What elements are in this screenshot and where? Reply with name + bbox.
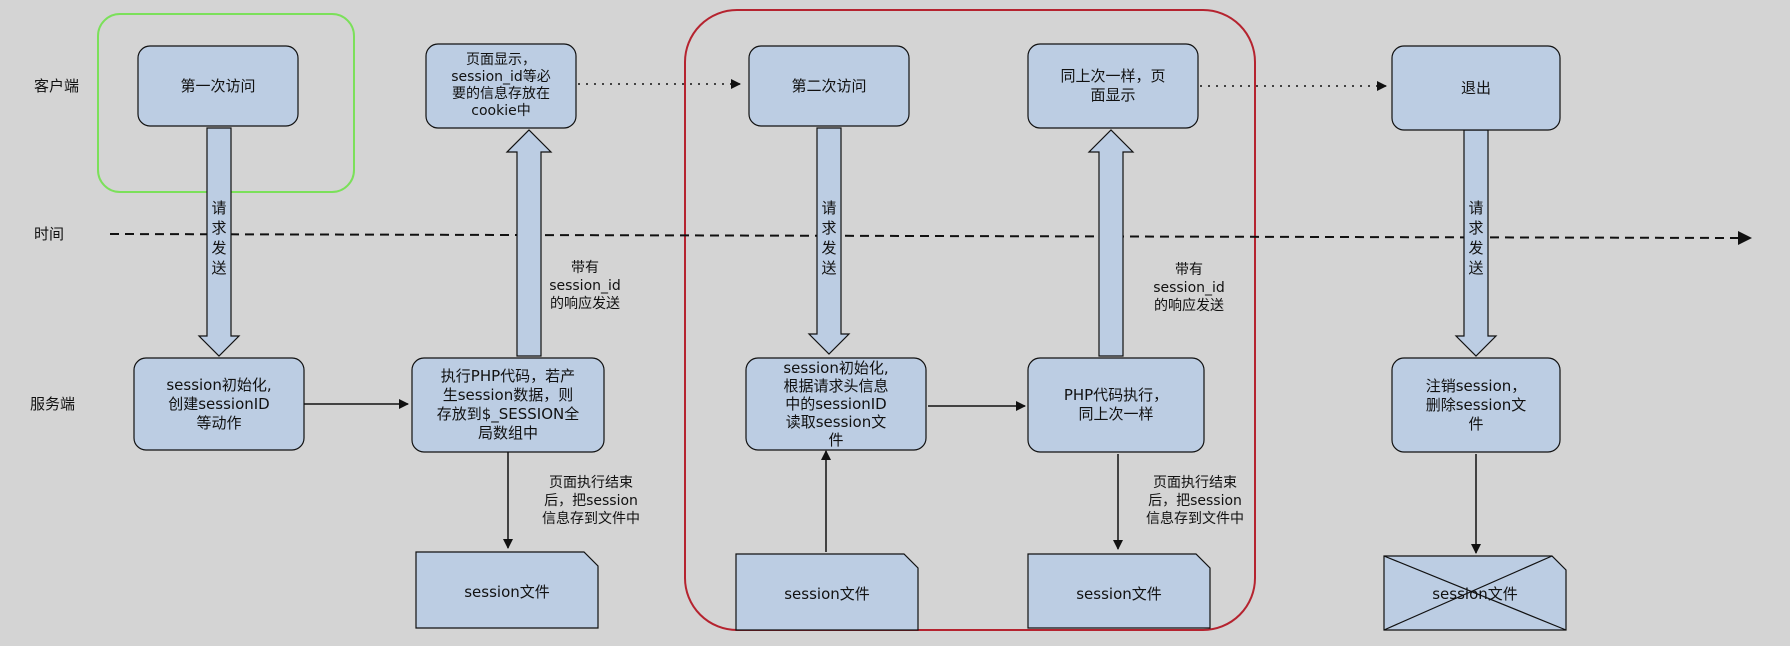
text-session-destroy: 注销session， 删除session文 件 [1425, 376, 1527, 433]
text-session-file-1: session文件 [464, 582, 550, 601]
text-page-display: 页面显示， session_id等必 要的信息存放在 cookie中 [451, 52, 551, 119]
node-session-destroy [1391, 357, 1561, 453]
request-block-arrow-2 [807, 127, 851, 355]
label-response-1: 带有 session_id 的响应发送 [549, 260, 621, 312]
deleted-cross-1 [1383, 555, 1567, 631]
label-request-2: 请 求 发 送 [821, 199, 837, 277]
label-request-3: 请 求 发 送 [1468, 199, 1484, 277]
text-php-exec-same: PHP代码执行， 同上次一样 [1063, 386, 1169, 423]
node-page-display [425, 43, 577, 129]
label-save-2: 页面执行结束 后，把session 信息存到文件中 [1146, 475, 1244, 527]
node-session-init [133, 357, 305, 451]
session-file-3 [1027, 553, 1211, 629]
text-exec-php: 执行PHP代码，若产 生session数据，则 存放到$_SESSION全 局数… [436, 367, 580, 442]
time-axis-arrowhead [1738, 231, 1752, 245]
request-block-arrow-3 [1454, 129, 1498, 357]
node-first-visit [137, 45, 299, 127]
deleted-cross-2 [1383, 555, 1553, 631]
text-first-visit: 第一次访问 [180, 76, 256, 95]
time-axis [109, 233, 1739, 239]
lane-label-client: 客户端 [34, 76, 80, 95]
response-block-arrow-1 [505, 129, 553, 357]
text-second-visit: 第二次访问 [791, 76, 867, 95]
lane-label-time: 时间 [34, 224, 65, 243]
node-second-visit [748, 45, 910, 127]
node-php-exec-same [1027, 357, 1205, 453]
text-session-init-read: session初始化, 根据请求头信息 中的sessionID 读取sessio… [783, 359, 889, 449]
request-block-arrow-1 [197, 127, 241, 357]
response-block-arrow-2 [1087, 129, 1135, 357]
label-response-2: 带有 session_id 的响应发送 [1153, 262, 1225, 314]
node-exec-php [411, 357, 605, 453]
label-request-1: 请 求 发 送 [211, 199, 227, 277]
session-file-2 [735, 553, 919, 631]
node-same-display [1027, 43, 1199, 129]
text-session-file-2: session文件 [784, 584, 870, 603]
lane-label-server: 服务端 [30, 394, 76, 413]
text-session-file-deleted: session文件 [1432, 584, 1518, 603]
text-same-display: 同上次一样，页 面显示 [1060, 67, 1166, 104]
text-session-file-3: session文件 [1076, 584, 1162, 603]
label-save-1: 页面执行结束 后，把session 信息存到文件中 [542, 475, 640, 527]
node-logout [1391, 45, 1561, 131]
node-session-init-read [745, 357, 927, 451]
second-visit-highlight [684, 9, 1256, 631]
text-logout: 退出 [1460, 78, 1491, 97]
text-session-init: session初始化, 创建sessionID 等动作 [166, 375, 272, 432]
session-file-1 [415, 551, 599, 629]
